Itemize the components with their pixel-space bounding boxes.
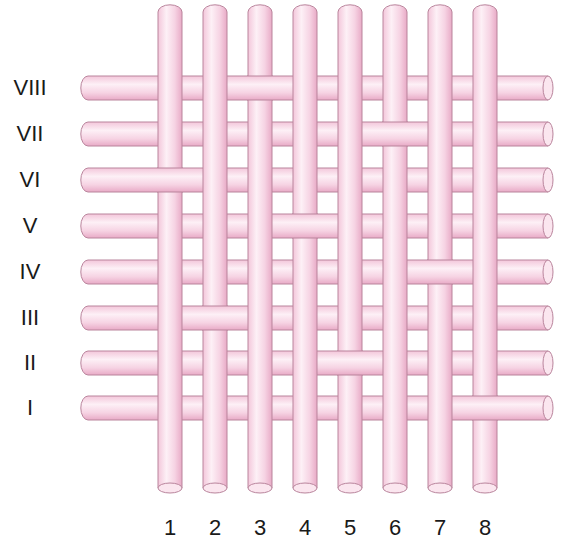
row-label: I: [27, 397, 33, 419]
thread-end: [248, 483, 272, 493]
thread-edge: [427, 284, 453, 285]
thread-end: [543, 351, 553, 375]
thread-end: [543, 396, 553, 420]
thread-end: [543, 122, 553, 146]
weft-float: [157, 168, 183, 192]
thread-edge: [247, 100, 273, 101]
row-label: VIII: [13, 77, 46, 99]
thread-edge: [247, 76, 273, 77]
thread-edge: [427, 260, 453, 261]
warp-thread: [338, 5, 362, 488]
thread-end: [543, 306, 553, 330]
weft-float: [427, 260, 453, 284]
thread-end: [543, 214, 553, 238]
weft-float: [337, 351, 363, 375]
weft-float: [382, 122, 408, 146]
thread-end: [543, 260, 553, 284]
row-label: VII: [17, 123, 44, 145]
warp-thread: [248, 5, 272, 488]
thread-end: [543, 76, 553, 100]
thread-edge: [337, 351, 363, 352]
thread-edge: [157, 192, 183, 193]
thread-end: [383, 483, 407, 493]
column-label: 5: [344, 517, 356, 539]
thread-end: [338, 483, 362, 493]
thread-edge: [337, 375, 363, 376]
warp-thread: [293, 5, 317, 488]
column-label: 2: [209, 517, 221, 539]
thread-edge: [382, 146, 408, 147]
row-label: V: [23, 215, 38, 237]
thread-edge: [472, 420, 498, 421]
column-label: 8: [479, 517, 491, 539]
warp-thread: [428, 5, 452, 488]
thread-edge: [202, 330, 228, 331]
weft-float: [247, 76, 273, 100]
thread-edge: [157, 168, 183, 169]
thread-end: [158, 483, 182, 493]
weft-float: [472, 396, 498, 420]
column-label: 6: [389, 517, 401, 539]
weft-float: [292, 214, 318, 238]
thread-end: [473, 483, 497, 493]
row-label: IV: [20, 261, 41, 283]
thread-end: [543, 168, 553, 192]
warp-thread: [203, 5, 227, 488]
row-label: III: [21, 307, 39, 329]
thread-end: [203, 483, 227, 493]
column-label: 3: [254, 517, 266, 539]
thread-edge: [382, 122, 408, 123]
warp-thread: [158, 5, 182, 488]
thread-edge: [472, 396, 498, 397]
warp-thread: [473, 5, 497, 488]
row-label: II: [24, 352, 36, 374]
weft-floats: [157, 76, 498, 420]
warp-threads: [158, 5, 497, 493]
row-label: VI: [20, 169, 41, 191]
warp-thread: [383, 5, 407, 488]
thread-end: [293, 483, 317, 493]
weft-float: [202, 306, 228, 330]
thread-edge: [292, 214, 318, 215]
column-label: 4: [299, 517, 311, 539]
thread-edge: [292, 238, 318, 239]
column-label: 7: [434, 517, 446, 539]
column-label: 1: [164, 517, 176, 539]
thread-end: [428, 483, 452, 493]
thread-edge: [202, 306, 228, 307]
